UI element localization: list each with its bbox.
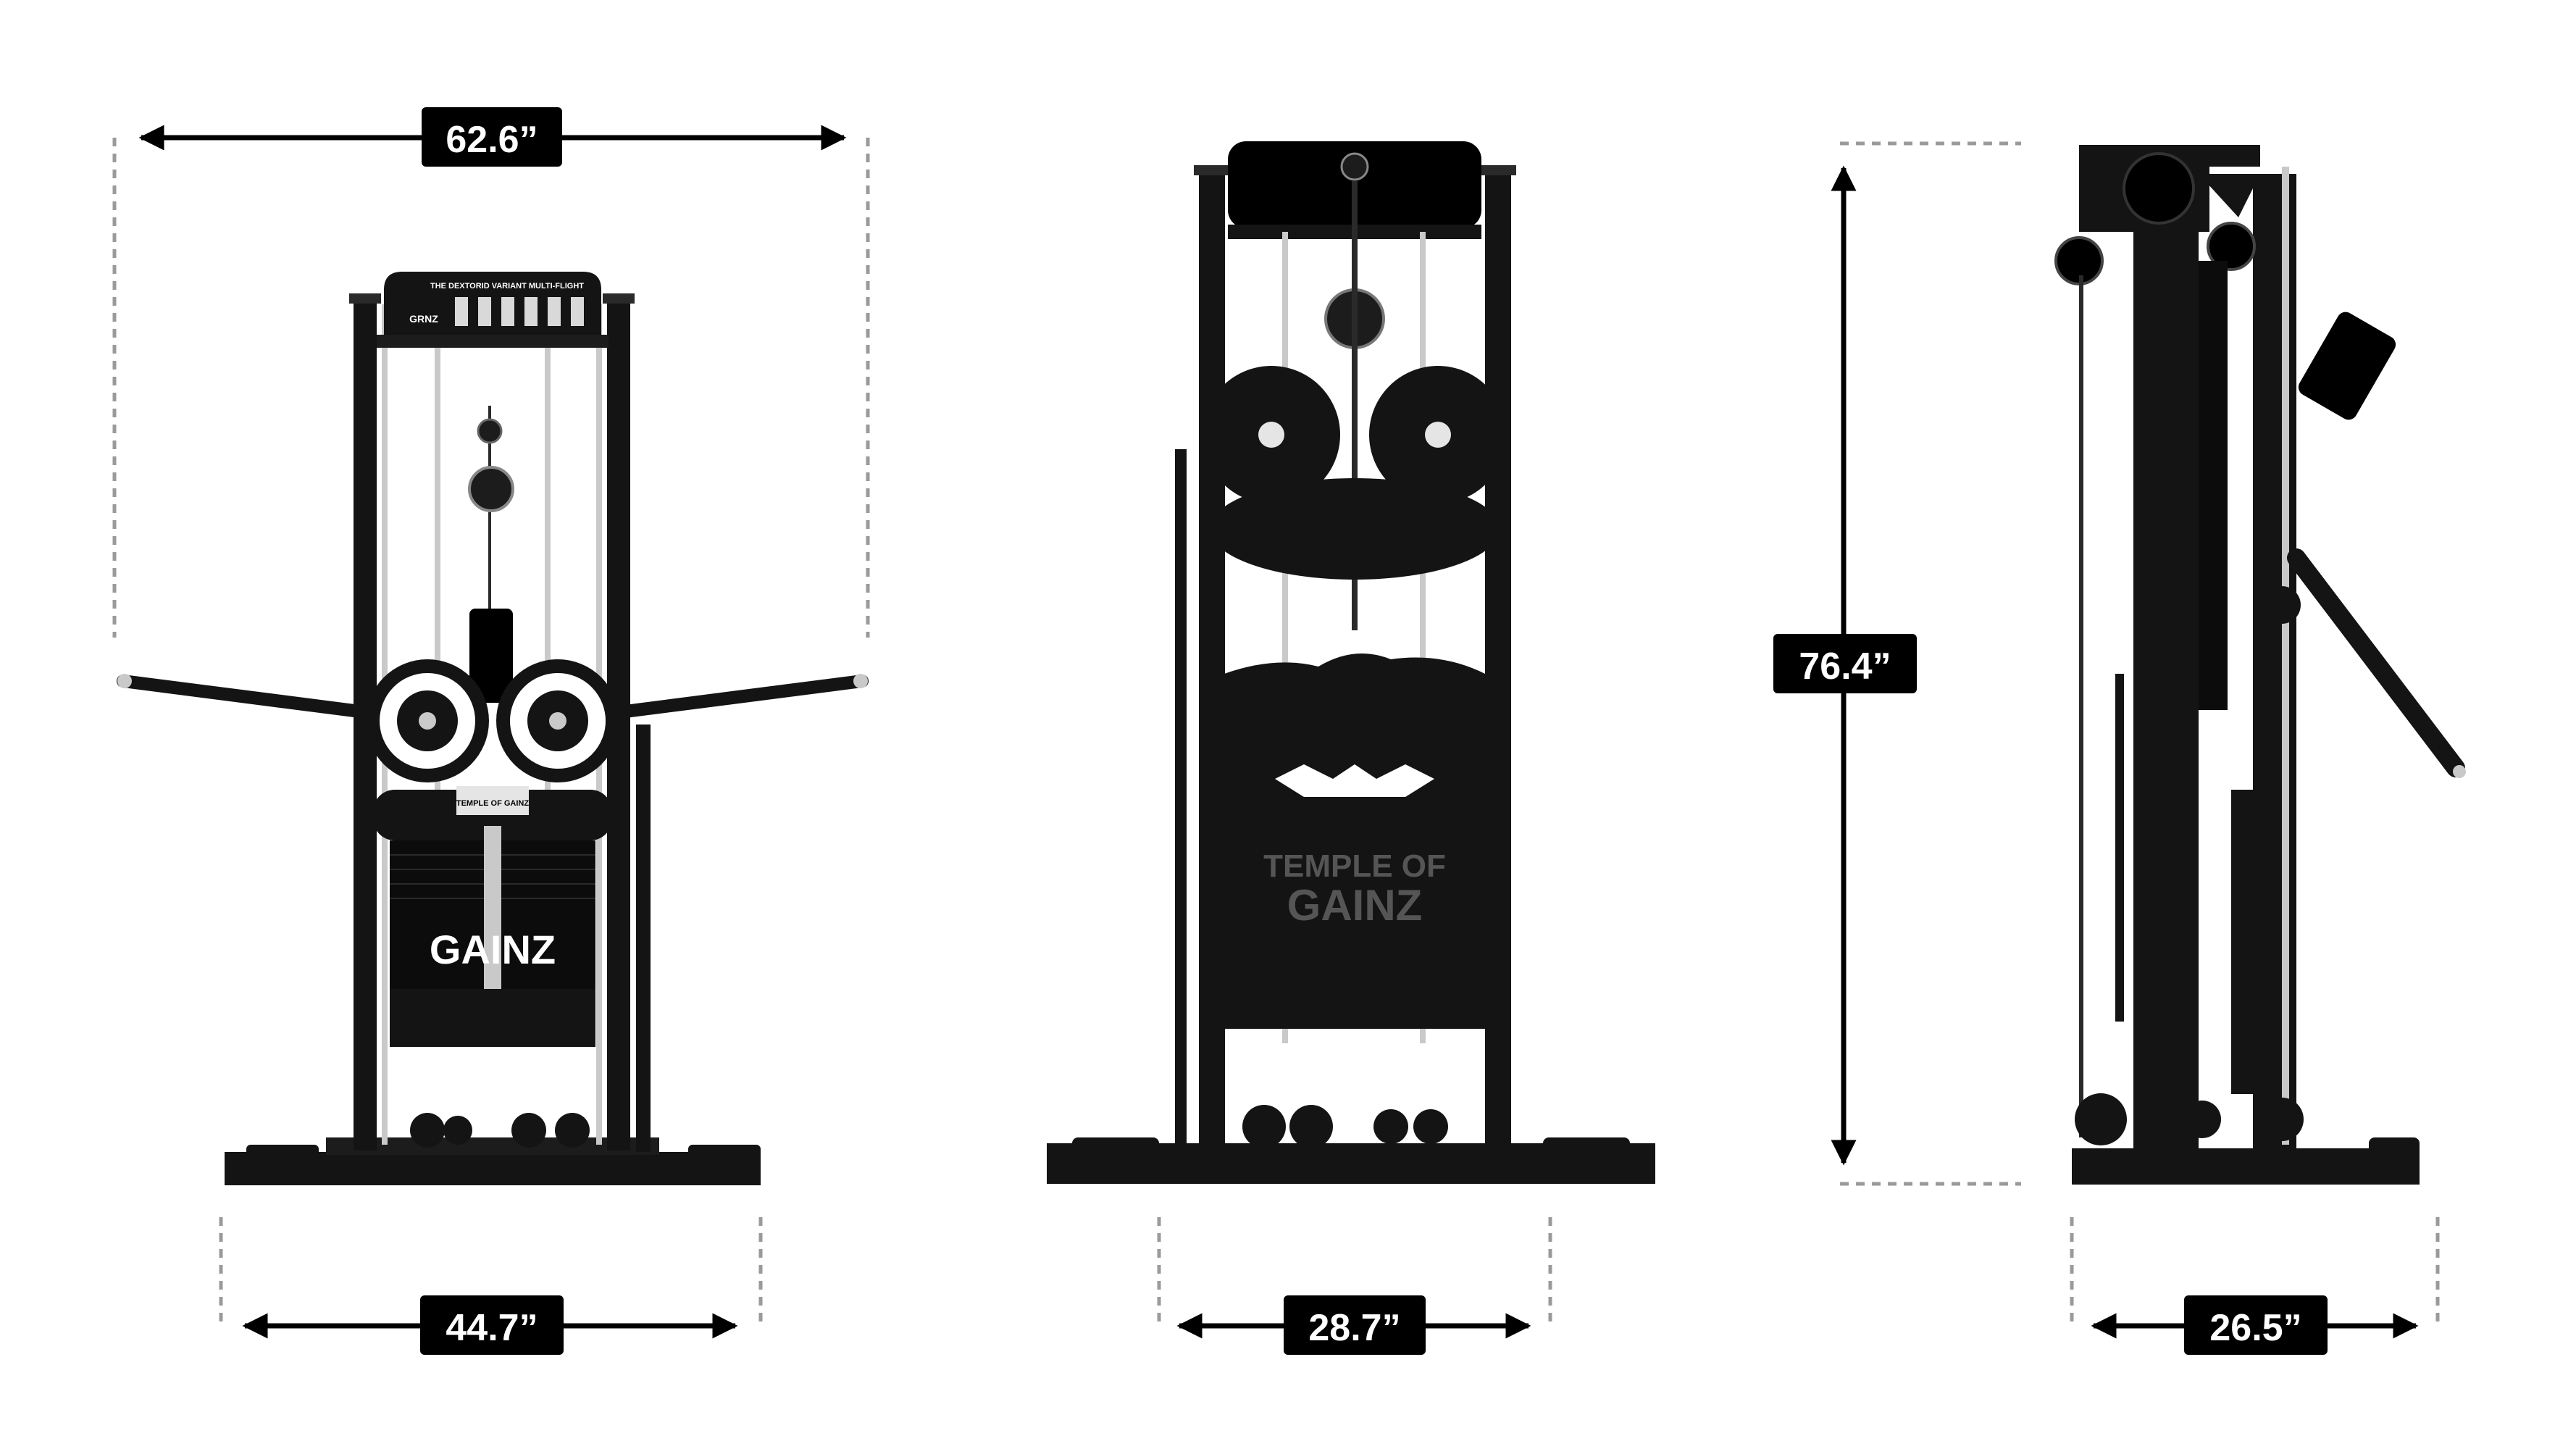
dimension-guides [112,138,2440,1326]
top-panel-title: THE DEXTORID VARIANT MULTI-FLIGHT [430,282,584,291]
front-stack-logo: GAINZ [430,927,556,972]
dimension-label-height: 76.4” [1773,634,1917,693]
dimension-label-rear-width: 28.7” [1284,1295,1426,1355]
svg-text:62.6”: 62.6” [446,119,538,161]
side-view [2054,145,2466,1185]
svg-text:28.7”: 28.7” [1308,1307,1400,1349]
rear-logo-mark [1275,764,1434,797]
svg-text:44.7”: 44.7” [446,1307,538,1349]
top-panel-logo: GRNZ [409,313,438,325]
dimension-label-side-depth: 26.5” [2184,1295,2328,1355]
front-badge: TEMPLE OF GAINZ [456,799,530,808]
svg-text:26.5”: 26.5” [2209,1307,2301,1349]
front-view: THE DEXTORID VARIANT MULTI-FLIGHT GRNZ [117,272,869,1185]
exercise-icons [455,297,584,326]
rear-logo-line2: GAINZ [1287,881,1423,930]
dimension-label-front-width: 44.7” [420,1295,564,1355]
rear-view: TEMPLE OF GAINZ [1047,141,1655,1184]
rear-logo-line1: TEMPLE OF [1263,848,1446,884]
dimension-label-arm-span: 62.6” [422,107,562,167]
svg-text:76.4”: 76.4” [1799,646,1891,688]
